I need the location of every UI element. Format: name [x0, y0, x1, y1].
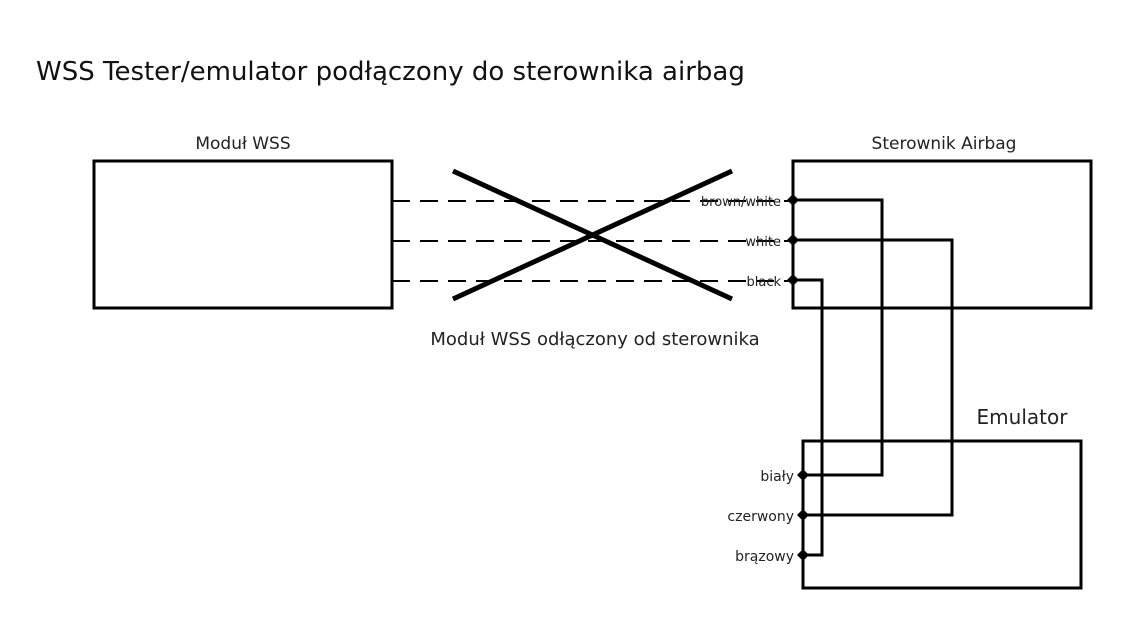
airbag-controller-box [791, 159, 1093, 310]
connection-wires [793, 198, 954, 557]
pin-label-white: white [745, 235, 781, 250]
wire-white-to-czerwony [793, 238, 954, 517]
controller-pin-dots [787, 194, 799, 286]
emulator-pin-dots [797, 469, 809, 561]
cross-stroke-2 [451, 168, 734, 302]
cross-icon [451, 168, 734, 302]
pin-label-bialy: biały [760, 469, 794, 485]
connector-dot-icon [797, 469, 809, 481]
pin-label-czerwony: czerwony [727, 509, 794, 525]
connector-dot-icon [797, 509, 809, 521]
emulator-pin-labels: biały czerwony brązowy [727, 469, 794, 565]
diagram-title: WSS Tester/emulator podłączony do sterow… [36, 57, 745, 87]
airbag-controller-label: Sterownik Airbag [872, 134, 1017, 154]
connector-dot-icon [787, 234, 799, 246]
wss-module-block: Moduł WSS [92, 134, 394, 310]
connector-dot-icon [797, 549, 809, 561]
pin-label-brown-white: brown/white [701, 195, 781, 210]
emulator-label: Emulator [977, 405, 1069, 429]
disconnected-wires [392, 200, 790, 282]
pin-label-brazowy: brązowy [735, 549, 794, 565]
controller-pin-labels: brown/white white black [701, 195, 782, 290]
pin-label-black: black [746, 275, 781, 290]
emulator-block: Emulator [801, 405, 1083, 590]
disconnected-caption: Moduł WSS odłączony od sterownika [430, 329, 759, 350]
airbag-controller-block: Sterownik Airbag [791, 134, 1093, 310]
wire-black-to-brazowy [793, 278, 824, 557]
wss-module-label: Moduł WSS [195, 134, 290, 154]
connector-dot-icon [787, 194, 799, 206]
connector-dot-icon [787, 274, 799, 286]
wss-module-box [92, 159, 394, 310]
wire-brown-white-to-bialy [793, 198, 884, 477]
